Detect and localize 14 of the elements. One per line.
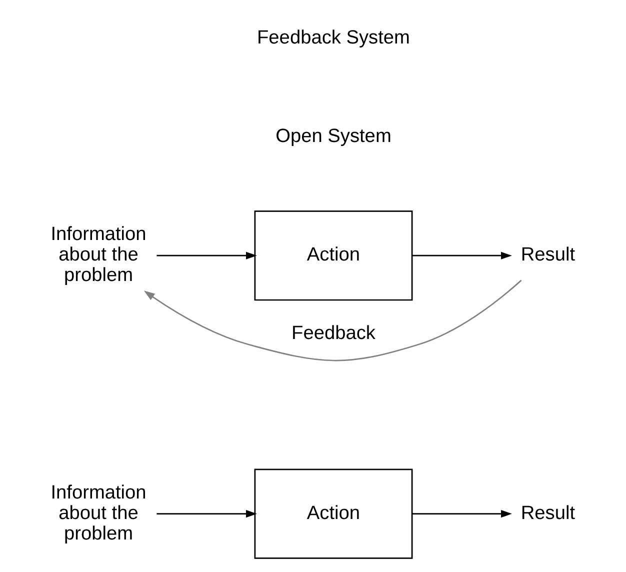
label: Feedback System	[257, 27, 410, 48]
edge-label: Feedback	[292, 323, 376, 344]
node-text: Result	[520, 244, 576, 266]
arrow	[412, 252, 512, 260]
node-box: Action	[254, 468, 413, 559]
node-text: Result	[520, 502, 576, 524]
arrow	[156, 252, 257, 260]
arrow	[144, 280, 522, 362]
node-text: Information about the problem	[50, 482, 146, 544]
node-text: Information about the problem	[50, 224, 146, 286]
node-box: Action	[254, 210, 413, 301]
arrow	[412, 510, 512, 518]
arrow	[156, 510, 257, 518]
label: Open System	[276, 126, 392, 147]
